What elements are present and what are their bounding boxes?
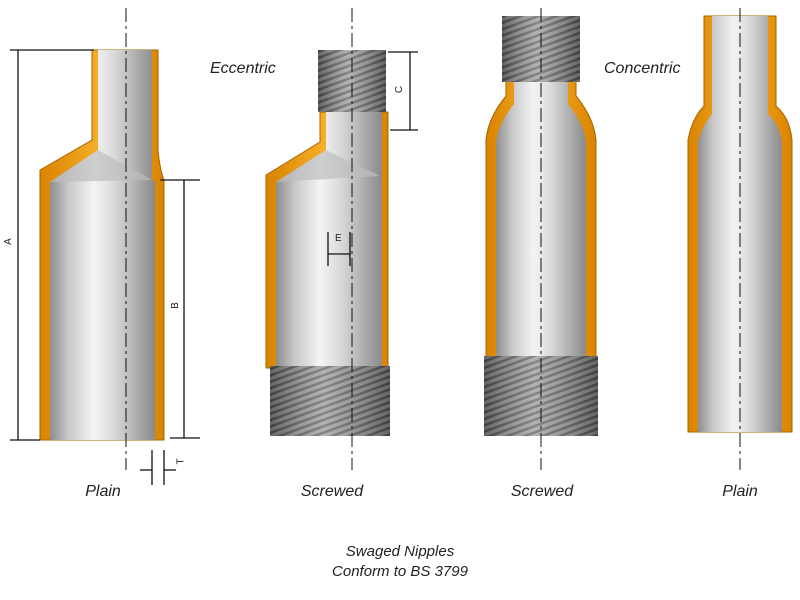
concentric-plain-nipple xyxy=(687,8,793,470)
end-label-1: Plain xyxy=(85,483,121,500)
eccentric-screwed-bore xyxy=(276,112,382,368)
eccentric-plain-bore xyxy=(50,50,155,440)
end-label-2: Screwed xyxy=(300,483,364,500)
end-label-4: Plain xyxy=(722,483,758,500)
dimension-c-label: C xyxy=(394,85,406,94)
dimension-a-label: A xyxy=(2,238,14,245)
concentric-screwed-nipple xyxy=(484,8,598,470)
end-label-3: Screwed xyxy=(510,483,574,500)
dimension-t-label: T xyxy=(175,458,187,465)
dimension-e-label: E xyxy=(335,233,342,244)
dimension-b-label: B xyxy=(169,302,181,309)
eccentric-screwed-nipple xyxy=(265,8,418,470)
caption-subtitle: Conform to BS 3799 xyxy=(332,563,468,580)
eccentric-plain-nipple xyxy=(10,8,200,485)
eccentric-label: Eccentric xyxy=(210,60,276,77)
concentric-plain-bore xyxy=(698,16,782,432)
caption-title: Swaged Nipples xyxy=(345,543,455,560)
concentric-label: Concentric xyxy=(604,60,681,77)
